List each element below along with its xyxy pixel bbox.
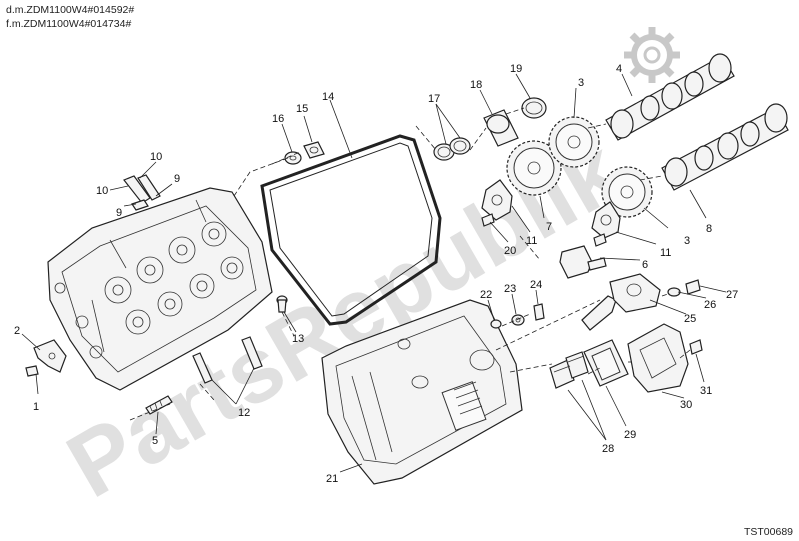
ring-19 xyxy=(521,97,547,119)
callout-6: 6 xyxy=(642,259,648,271)
callout-13: 13 xyxy=(292,333,304,345)
callout-12: 12 xyxy=(238,407,250,419)
callout-14: 14 xyxy=(322,91,334,103)
callout-3-lower: 3 xyxy=(684,235,690,247)
callout-5: 5 xyxy=(152,435,158,447)
plate-11-upper xyxy=(481,179,513,221)
frame-numbers: d.m.ZDM1100W4#014592# f.m.ZDM1100W4#0147… xyxy=(6,3,134,31)
camshaft-4 xyxy=(605,53,735,141)
callout-25: 25 xyxy=(684,313,696,325)
bolt-1 xyxy=(25,365,39,377)
leader-lines xyxy=(21,73,727,473)
callout-20: 20 xyxy=(504,245,516,257)
callout-18: 18 xyxy=(470,79,482,91)
sensor-6 xyxy=(559,245,607,279)
callout-24: 24 xyxy=(530,279,542,291)
plate-11-lower xyxy=(591,201,621,239)
callout-19: 19 xyxy=(510,63,522,75)
cylinder-head xyxy=(47,187,273,391)
camshaft-8 xyxy=(661,103,789,191)
callout-31: 31 xyxy=(700,385,712,397)
callout-29: 29 xyxy=(624,429,636,441)
connectors-28 xyxy=(549,351,589,389)
callout-26: 26 xyxy=(704,299,716,311)
callout-10-left: 10 xyxy=(96,185,108,197)
drawing-code: TST00689 xyxy=(743,526,793,538)
callout-22: 22 xyxy=(480,289,492,301)
callout-10-top: 10 xyxy=(150,151,162,163)
studs-9-10 xyxy=(123,174,161,211)
callout-11-upper: 11 xyxy=(526,235,537,247)
callout-7: 7 xyxy=(546,221,552,233)
callout-17: 17 xyxy=(428,93,440,105)
sleeve-18 xyxy=(483,109,519,147)
seals-17 xyxy=(433,137,471,161)
callout-9-left: 9 xyxy=(116,207,122,219)
gear-icon xyxy=(624,27,680,83)
callout-labels: 1 2 3 3 4 5 6 7 8 9 9 10 10 11 11 12 13 … xyxy=(14,63,738,485)
gear-3-lower xyxy=(601,166,653,218)
callout-27: 27 xyxy=(726,289,738,301)
callout-30: 30 xyxy=(680,399,692,411)
gasket-29 xyxy=(583,339,629,387)
plug-13 xyxy=(276,295,288,313)
callout-21: 21 xyxy=(326,473,338,485)
fasteners-26-27 xyxy=(667,279,701,297)
callout-28: 28 xyxy=(602,443,614,455)
cover-30 xyxy=(627,323,689,393)
callout-1: 1 xyxy=(33,401,39,413)
washers-15-16 xyxy=(284,141,325,165)
gear-3-upper xyxy=(548,116,600,168)
fasteners-22-24 xyxy=(490,303,545,329)
gear-7 xyxy=(506,140,562,196)
assembly-lines xyxy=(129,107,691,421)
frame-number-end: f.m.ZDM1100W4#014734# xyxy=(6,18,132,30)
callout-3-upper: 3 xyxy=(578,77,584,89)
bracket-2 xyxy=(33,339,67,373)
bolt-31 xyxy=(689,339,703,355)
callout-4: 4 xyxy=(616,63,622,75)
sensor-25 xyxy=(581,273,661,331)
callout-2: 2 xyxy=(14,325,20,337)
valve-cover-gasket-14 xyxy=(260,134,442,326)
callout-11-lower: 11 xyxy=(660,247,671,259)
callout-8: 8 xyxy=(706,223,712,235)
valve-cover-21 xyxy=(321,299,523,485)
callout-15: 15 xyxy=(296,103,308,115)
callout-9-right: 9 xyxy=(174,173,180,185)
stud-5 xyxy=(145,395,173,415)
callout-23: 23 xyxy=(504,283,516,295)
frame-number-start: d.m.ZDM1100W4#014592# xyxy=(6,4,135,16)
callout-16: 16 xyxy=(272,113,284,125)
